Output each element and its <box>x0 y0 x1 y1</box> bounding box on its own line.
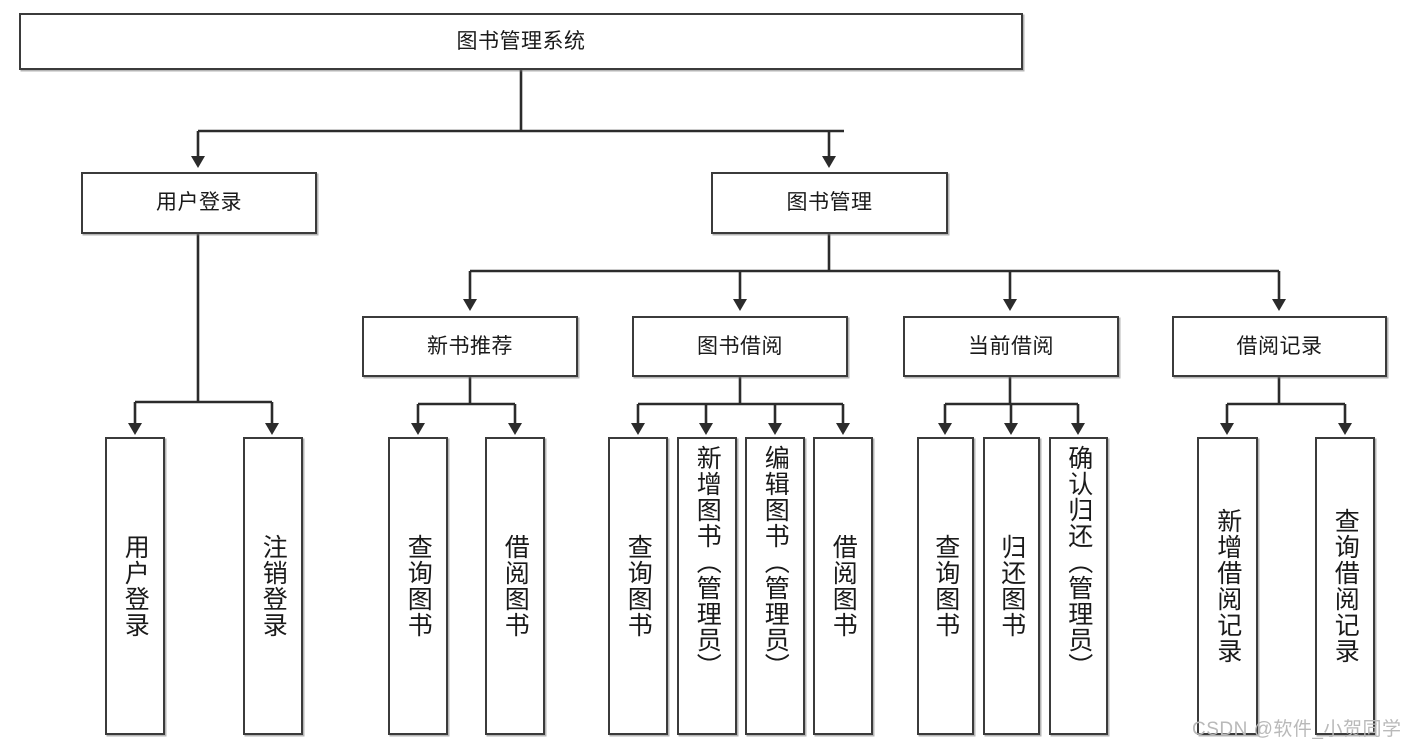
node-label: 图书管理 <box>786 191 873 215</box>
leaf-borrow-book-recommend[interactable]: 借阅图书 <box>485 437 545 735</box>
node-label: 用户登录 <box>121 534 150 638</box>
node-label: 确认归还（管理员） <box>1064 445 1093 679</box>
node-book-borrow[interactable]: 图书借阅 <box>632 316 848 377</box>
node-label: 借阅图书 <box>829 534 858 638</box>
node-label: 当前借阅 <box>968 334 1054 358</box>
node-label: 新增图书（管理员） <box>693 445 722 679</box>
node-label: 借阅图书 <box>501 534 530 638</box>
node-current-borrow[interactable]: 当前借阅 <box>903 316 1119 377</box>
leaf-add-book-admin[interactable]: 新增图书（管理员） <box>677 437 737 735</box>
node-label: 归还图书 <box>997 534 1026 638</box>
node-borrow-record[interactable]: 借阅记录 <box>1172 316 1387 377</box>
node-label: 图书借阅 <box>697 334 783 358</box>
leaf-logout[interactable]: 注销登录 <box>243 437 303 735</box>
node-label: 查询图书 <box>624 534 653 638</box>
leaf-search-book-current[interactable]: 查询图书 <box>917 437 974 735</box>
node-user-login[interactable]: 用户登录 <box>81 172 317 234</box>
leaf-confirm-return-admin[interactable]: 确认归还（管理员） <box>1049 437 1108 735</box>
node-label: 图书管理系统 <box>456 29 586 53</box>
node-label: 查询借阅记录 <box>1331 508 1360 664</box>
leaf-add-borrow-record[interactable]: 新增借阅记录 <box>1197 437 1258 735</box>
node-label: 注销登录 <box>259 534 288 638</box>
node-label: 新书推荐 <box>427 334 513 358</box>
node-new-book-recommend[interactable]: 新书推荐 <box>362 316 578 377</box>
node-label: 查询图书 <box>404 534 433 638</box>
node-label: 用户登录 <box>156 191 242 215</box>
leaf-search-borrow-record[interactable]: 查询借阅记录 <box>1315 437 1375 735</box>
node-label: 新增借阅记录 <box>1213 508 1242 664</box>
node-label: 查询图书 <box>931 534 960 638</box>
node-book-management[interactable]: 图书管理 <box>711 172 948 234</box>
leaf-return-book[interactable]: 归还图书 <box>983 437 1040 735</box>
node-label: 借阅记录 <box>1236 334 1323 358</box>
leaf-edit-book-admin[interactable]: 编辑图书（管理员） <box>745 437 805 735</box>
node-root-book-management-system[interactable]: 图书管理系统 <box>19 13 1023 70</box>
leaf-search-book-borrow[interactable]: 查询图书 <box>608 437 668 735</box>
leaf-borrow-book[interactable]: 借阅图书 <box>813 437 873 735</box>
leaf-search-book-recommend[interactable]: 查询图书 <box>388 437 448 735</box>
node-label: 编辑图书（管理员） <box>761 445 790 679</box>
leaf-user-login[interactable]: 用户登录 <box>105 437 165 735</box>
